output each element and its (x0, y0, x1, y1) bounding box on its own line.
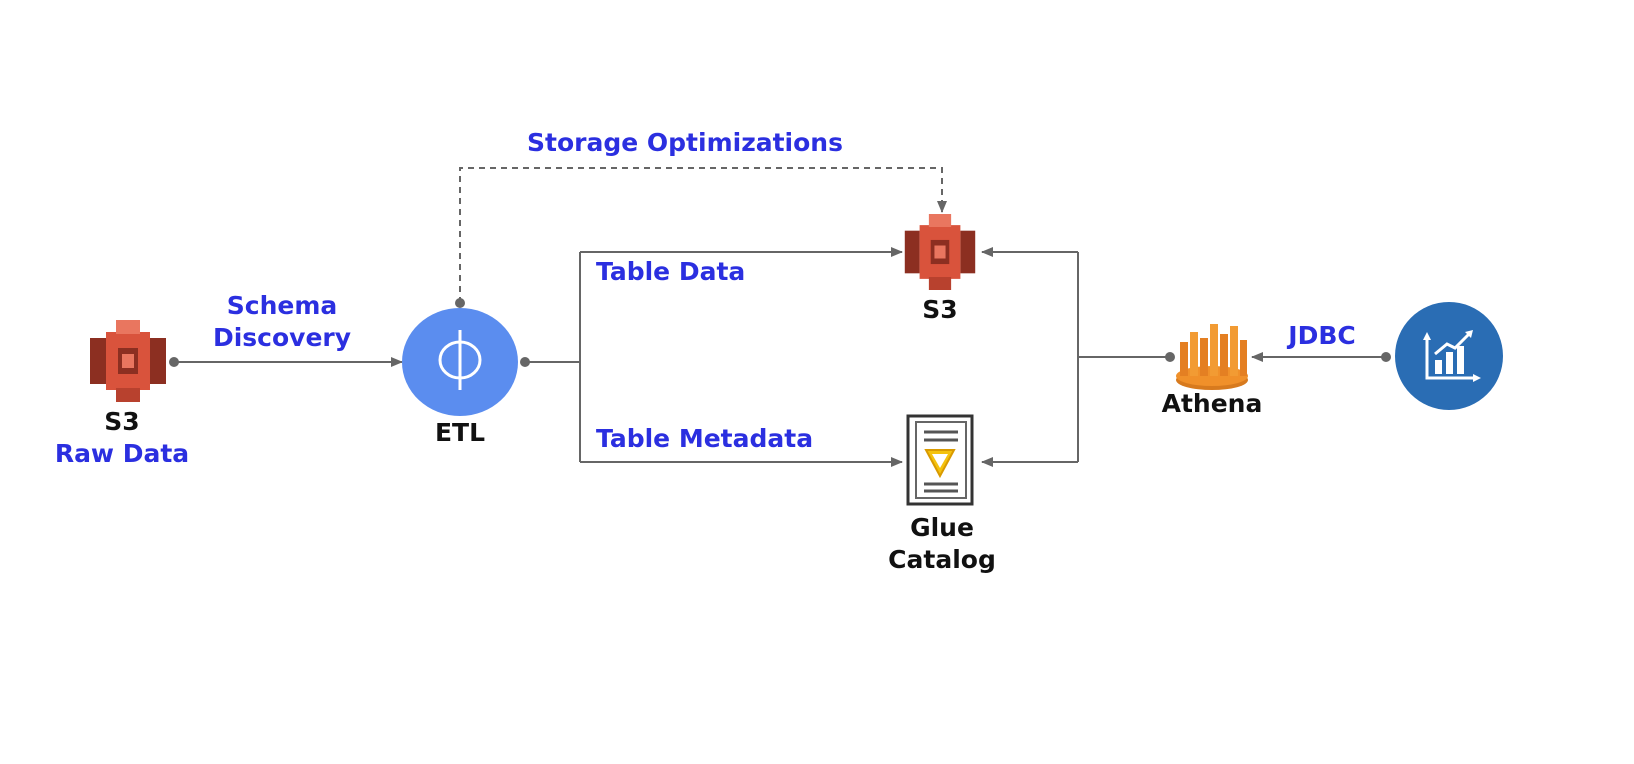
storage-optimizations-label: Storage Optimizations (527, 128, 843, 157)
athena-icon (1176, 324, 1248, 390)
etl-label: ETL (434, 418, 486, 447)
edge-storage-optimizations (455, 167, 947, 308)
edge-etl-fork (520, 247, 903, 467)
s3-target-label: S3 (922, 295, 958, 324)
edge-athena-fork (981, 247, 1175, 467)
phi-icon (438, 330, 482, 390)
analytics-chart-icon (1423, 330, 1481, 382)
glue-label-line2: Catalog (888, 545, 996, 574)
table-data-label: Table Data (596, 257, 746, 286)
edge-jdbc (1251, 352, 1391, 362)
s3-raw-sublabel: Raw Data (54, 439, 190, 468)
jdbc-label: JDBC (1288, 321, 1356, 350)
schema-discovery-label-line2: Discovery (212, 323, 352, 352)
glue-label-line1: Glue (910, 513, 974, 542)
etl-node (402, 308, 518, 416)
analytics-node (1395, 302, 1503, 410)
table-metadata-label: Table Metadata (596, 424, 814, 453)
schema-discovery-label-line1: Schema (226, 291, 338, 320)
s3-bucket-icon (90, 320, 166, 402)
athena-label: Athena (1161, 389, 1263, 418)
glue-catalog-icon (906, 414, 974, 506)
edge-schema-discovery (169, 357, 403, 367)
s3-raw-label: S3 (104, 407, 140, 436)
s3-bucket-icon (904, 214, 976, 290)
